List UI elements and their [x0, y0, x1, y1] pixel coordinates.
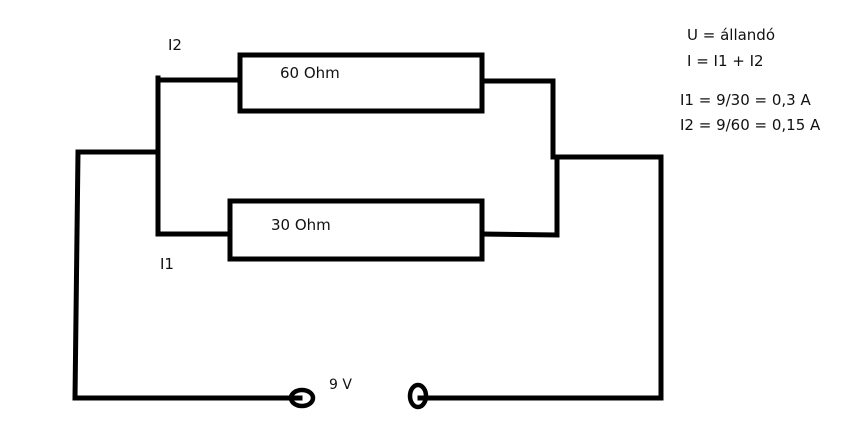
- wire-left-outer: [72, 149, 303, 401]
- source-voltage-label: 9 V: [329, 377, 352, 393]
- wire-top-right: [479, 78, 556, 160]
- note-voltage-constant: U = állandó: [687, 26, 776, 44]
- note-i2-calc: I2 = 9/60 = 0,15 A: [680, 116, 821, 134]
- note-i1-calc: I1 = 9/30 = 0,3 A: [680, 91, 811, 109]
- terminal-negative: [288, 387, 316, 409]
- note-current-sum: I = I1 + I2: [687, 52, 764, 70]
- current-label-i2: I2: [168, 36, 182, 54]
- resistor-30-ohm: [227, 198, 485, 262]
- wire-right-outer: [417, 154, 664, 401]
- terminal-positive: [407, 382, 429, 410]
- current-label-i1: I1: [160, 255, 174, 273]
- resistor-top-label: 60 Ohm: [280, 64, 340, 82]
- resistor-bottom-label: 30 Ohm: [271, 216, 331, 234]
- resistor-60-ohm: [237, 52, 485, 114]
- wire-bottom-right: [479, 154, 560, 238]
